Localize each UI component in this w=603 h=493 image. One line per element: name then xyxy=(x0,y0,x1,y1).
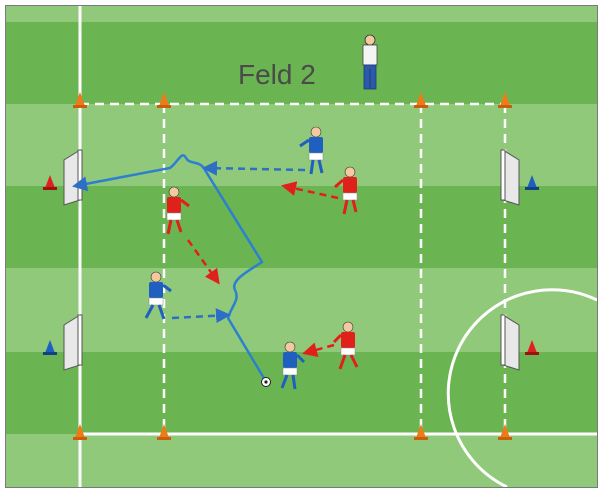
arrows xyxy=(72,154,339,381)
cone-red-icon xyxy=(525,340,539,355)
cone-red-icon xyxy=(43,175,57,190)
coach-figure-icon xyxy=(362,34,378,90)
goal-post xyxy=(77,149,83,201)
cones xyxy=(43,92,539,440)
cone-orange-icon xyxy=(73,92,87,108)
soccer-ball-icon xyxy=(261,377,271,387)
stripe-4 xyxy=(6,186,597,268)
goal-post xyxy=(500,149,506,201)
cone-orange-icon xyxy=(73,424,87,440)
stripe-7 xyxy=(6,434,597,487)
cone-blue-icon xyxy=(43,340,57,355)
cone-orange-icon xyxy=(157,424,171,440)
cone-blue-icon xyxy=(525,175,539,190)
field-title: Feld 2 xyxy=(238,59,316,90)
goal-post xyxy=(500,314,506,366)
goal-left-bottom xyxy=(63,314,83,371)
cone-orange-icon xyxy=(414,92,428,108)
players xyxy=(144,126,359,390)
goal-post xyxy=(77,314,83,366)
zone-lines xyxy=(80,102,507,434)
player-red-icon xyxy=(334,166,358,215)
center-circle-arc xyxy=(446,288,598,489)
player-red-icon xyxy=(332,321,359,370)
pass-blue-top xyxy=(202,160,306,176)
player-blue-icon xyxy=(144,271,172,320)
goal-right-top xyxy=(500,149,520,206)
player-blue-icon xyxy=(299,126,324,175)
pass-blue-bottom xyxy=(171,308,231,324)
press-red-left xyxy=(186,239,220,285)
cone-orange-icon xyxy=(498,92,512,108)
diagram-frame xyxy=(5,5,598,488)
stripe-5 xyxy=(6,268,597,352)
run-path-main xyxy=(72,154,267,381)
coach-shirt xyxy=(362,44,378,66)
press-red-top xyxy=(281,181,339,200)
cone-orange-icon xyxy=(498,424,512,440)
goal-right-bottom xyxy=(500,314,520,371)
cone-orange-icon xyxy=(414,424,428,440)
player-blue-icon xyxy=(280,341,306,390)
stripe-1 xyxy=(6,6,597,22)
player-red-icon xyxy=(166,186,190,235)
stripe-6 xyxy=(6,352,597,434)
press-red-bottom xyxy=(302,342,335,358)
goal-left-top xyxy=(63,149,83,206)
cone-orange-icon xyxy=(157,92,171,108)
coach-head xyxy=(364,34,376,46)
goals xyxy=(63,149,520,371)
field-stripes xyxy=(6,6,597,487)
stripe-2 xyxy=(6,22,597,104)
